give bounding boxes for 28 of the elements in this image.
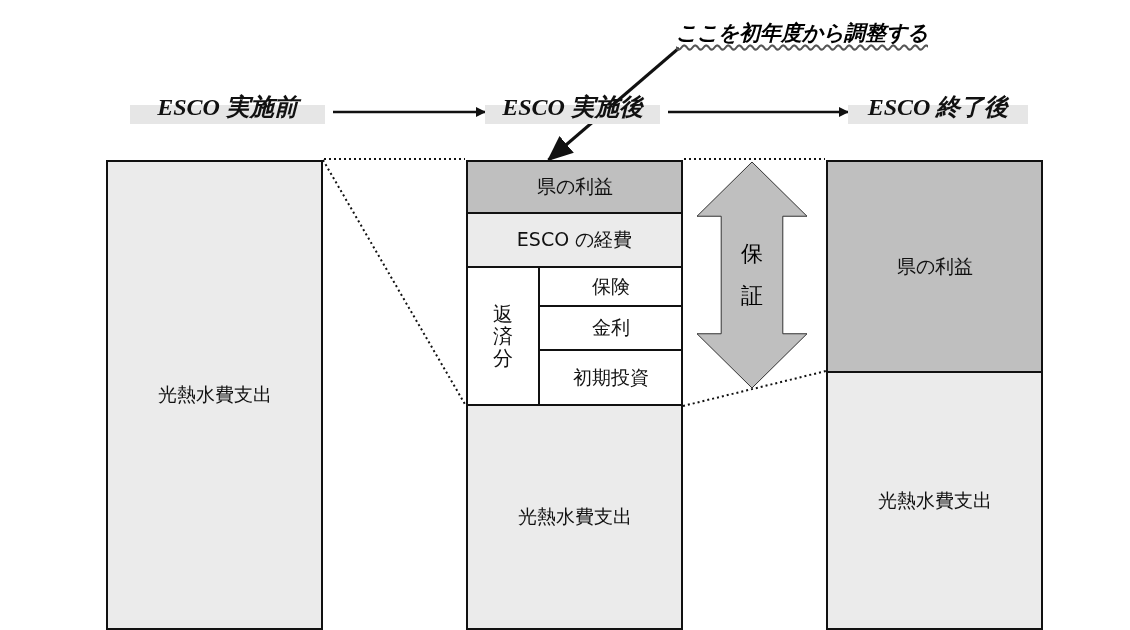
annotation-text: ここを初年度から調整する: [676, 20, 928, 47]
segment-label: 光熱水費支出: [157, 382, 272, 407]
segment-label: 光熱水費支出: [877, 487, 992, 513]
segment-label: 県の利益: [896, 253, 973, 279]
cost-bar: [826, 371, 1043, 630]
segment-label: 金利: [591, 315, 630, 340]
guarantee-double-arrow: [697, 162, 807, 388]
cost-segment: [466, 212, 683, 268]
segment-label: 返済分: [493, 303, 513, 369]
vertical-label: 保証: [741, 240, 763, 310]
cost-bar: [106, 160, 323, 630]
dotted-projection-line: [322, 159, 467, 407]
segment-label: 初期投資: [572, 364, 649, 390]
dotted-projection-line: [683, 158, 826, 160]
segment-label: 県の利益: [536, 174, 613, 199]
segment-label: 光熱水費支出: [517, 504, 632, 529]
leader-arrow: [546, 46, 680, 162]
dotted-projection-line: [323, 158, 466, 160]
profit-segment: [466, 160, 683, 214]
flow-arrow: [333, 107, 486, 117]
flow-arrow: [668, 107, 849, 117]
dotted-projection-line: [682, 370, 827, 407]
heading-text: ESCO 実施後: [502, 93, 643, 122]
segment-label: ESCO の経費: [516, 227, 633, 252]
cost-bar: [466, 404, 683, 630]
heading-text: ESCO 終了後: [867, 93, 1009, 122]
segment-label: 保険: [591, 273, 630, 299]
profit-segment: [826, 160, 1043, 373]
